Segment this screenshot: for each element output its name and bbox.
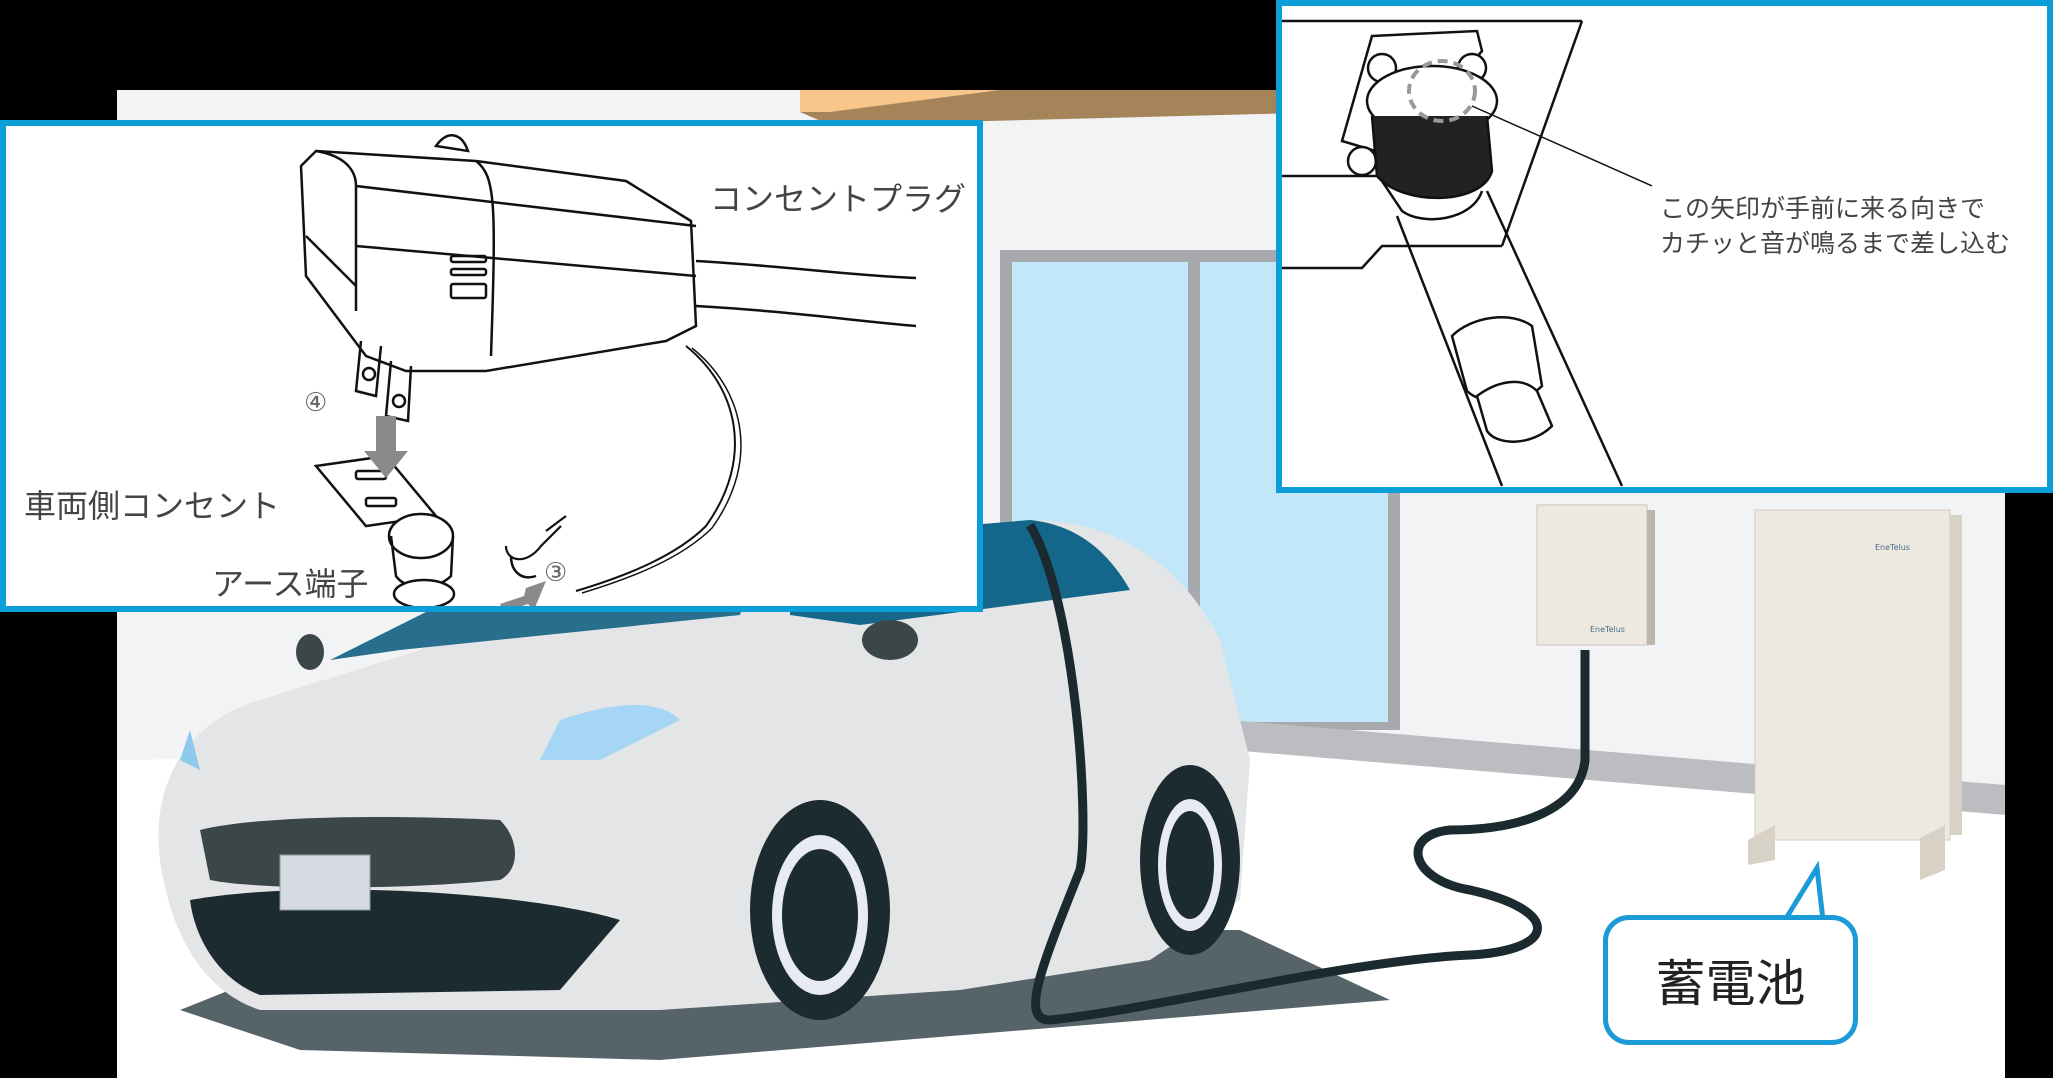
outlet-plug-label: コンセントプラグ xyxy=(710,180,967,218)
plug-diagram-illustration xyxy=(299,134,917,606)
step-3-marker: ③ xyxy=(544,558,568,588)
battery-label-bubble: 蓄電池 xyxy=(1603,915,1858,1045)
plug-connection-callout: コンセントプラグ 車両側コンセント アース端子 ④ ③ xyxy=(0,120,983,612)
connector-instruction-line1: この矢印が手前に来る向きで xyxy=(1660,194,1986,223)
connector-insert-callout: この矢印が手前に来る向きで カチッと音が鳴るまで差し込む xyxy=(1276,0,2053,493)
step-4-marker: ④ xyxy=(304,388,328,418)
earth-terminal-label: アース端子 xyxy=(212,565,369,603)
connector-diagram-illustration xyxy=(1282,19,1653,487)
battery-bubble-pointer xyxy=(1782,860,1827,922)
battery-label-text: 蓄電池 xyxy=(1655,955,1806,1013)
connector-instruction-line2: カチッと音が鳴るまで差し込む xyxy=(1660,229,2011,258)
vehicle-outlet-label: 車両側コンセント xyxy=(24,487,281,525)
battery-brand-logo: EneTelus xyxy=(1875,543,1910,552)
wall-box-brand-logo: EneTelus xyxy=(1590,625,1625,634)
right-black-margin xyxy=(2005,493,2053,1078)
